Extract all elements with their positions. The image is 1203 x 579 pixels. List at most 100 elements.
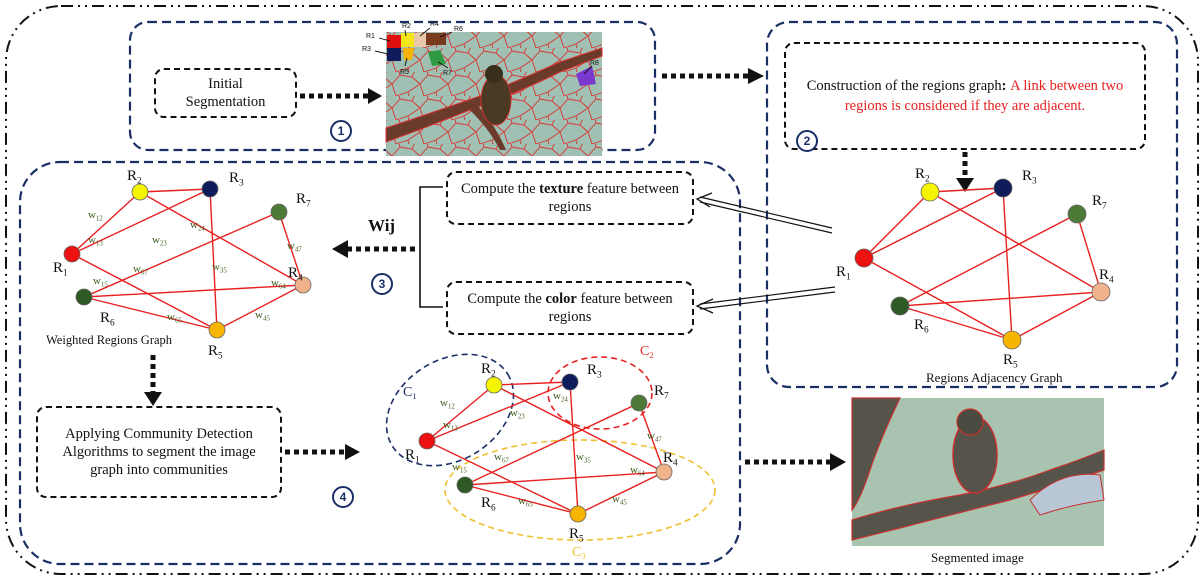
community-detection-box: Applying Community Detection Algorithms …: [36, 406, 282, 498]
community-label-R2: R2: [481, 361, 496, 379]
weighted-graph-caption: Weighted Regions Graph: [46, 333, 173, 347]
texture-post: feature between regions: [548, 181, 679, 215]
weighted-weight-w45: w45: [255, 309, 270, 322]
community-label-C2: C2: [640, 344, 654, 360]
community-edge-R6-R7: [464, 402, 640, 486]
step-badge-4: 4: [332, 486, 354, 508]
weighted-edge-R2-R3: [139, 188, 211, 193]
adjacency-edge-R6-R5: [899, 305, 1013, 341]
adjacency-graph-caption: Regions Adjacency Graph: [926, 370, 1063, 385]
weighted-node-R7: [270, 203, 288, 221]
community-edge-R1-R2: [426, 384, 495, 442]
initial-segmentation-box: Initial Segmentation: [154, 68, 297, 118]
step2-frame: [765, 20, 1179, 389]
adjacency-node-R3: [993, 178, 1013, 198]
community-label-R1: R1: [405, 447, 420, 465]
community-c1-ellipse: [385, 353, 515, 467]
community-weight-w45: w45: [612, 493, 627, 506]
adjacency-edge-R1-R5: [863, 257, 1013, 341]
weighted-edge-R1-R5: [71, 253, 218, 331]
community-node-R3: [561, 373, 579, 391]
weighted-edge-R4-R5: [216, 284, 304, 331]
color-pre: Compute the: [467, 291, 546, 307]
community-edge-R6-R5: [464, 484, 579, 515]
community-node-R7: [630, 394, 648, 412]
weighted-label-R2: R2: [127, 168, 142, 186]
community-weight-w12: w12: [440, 397, 455, 410]
construction-box: Construction of the regions graph: A lin…: [784, 42, 1146, 150]
adjacency-node-R7: [1067, 204, 1087, 224]
community-c2-ellipse: [547, 356, 653, 430]
weighted-edge-R6-R4: [83, 284, 304, 298]
community-edge-R6-R4: [464, 471, 665, 486]
community-edge-R1-R3: [426, 381, 571, 442]
initial-segmentation-text: Initial Segmentation: [185, 76, 266, 110]
step1-frame: [128, 20, 657, 152]
weighted-weight-w67: w67: [133, 263, 148, 276]
adjacency-edge-R1-R2: [863, 191, 931, 259]
community-weight-w24: w24: [553, 390, 568, 403]
step-badge-1: 1: [330, 120, 352, 142]
community-weight-w13: w13: [443, 419, 458, 432]
community-weight-w47: w47: [647, 430, 662, 443]
community-node-R6: [456, 476, 474, 494]
weighted-node-R5: [208, 321, 226, 339]
community-label-R6: R6: [481, 495, 496, 513]
weighted-weight-w15: w15: [93, 275, 108, 288]
weighted-label-R7: R7: [296, 191, 311, 209]
adjacency-edge-R1-R3: [863, 187, 1004, 259]
weighted-edge-R1-R3: [71, 188, 211, 255]
segmented-image-caption: Segmented image: [931, 550, 1024, 565]
weighted-edge-R3-R5: [209, 188, 218, 331]
weighted-label-R5: R5: [208, 343, 223, 361]
adjacency-label-R7: R7: [1092, 193, 1107, 211]
construction-colon: :: [1001, 78, 1011, 94]
community-node-R2: [485, 376, 503, 394]
community-detection-text: Applying Community Detection Algorithms …: [62, 426, 256, 478]
superpixel-image: [385, 32, 603, 156]
weighted-label-R6: R6: [100, 310, 115, 328]
community-c3-ellipse: [444, 439, 716, 541]
adjacency-edge-R3-R5: [1002, 187, 1013, 341]
community-weight-w35: w35: [576, 451, 591, 464]
community-label-C1: C1: [403, 385, 417, 401]
weighted-weight-w65: w65: [167, 311, 182, 324]
svg-text:R5: R5: [400, 69, 409, 76]
weighted-node-R4: [294, 276, 312, 294]
segmented-image-graphic: [851, 397, 1105, 546]
community-weight-w65: w65: [518, 495, 533, 508]
wij-label: Wij: [368, 216, 396, 235]
community-edge-R3-R5: [569, 381, 579, 515]
weighted-edge-R1-R2: [71, 191, 141, 255]
adjacency-node-R2: [920, 182, 940, 202]
weighted-weight-w47: w47: [287, 240, 302, 253]
adjacency-label-R4: R4: [1099, 267, 1114, 285]
weighted-label-R3: R3: [229, 170, 244, 188]
community-node-R1: [418, 432, 436, 450]
weighted-weight-w64: w64: [271, 277, 286, 290]
weighted-node-R6: [75, 288, 93, 306]
weighted-edge-R2-R4: [139, 191, 304, 286]
community-node-R4: [655, 463, 673, 481]
svg-text:R3: R3: [362, 46, 371, 53]
svg-text:R4: R4: [430, 21, 439, 28]
weighted-weight-w23: w23: [152, 234, 167, 247]
weighted-node-R2: [131, 183, 149, 201]
community-edge-R4-R5: [577, 471, 665, 515]
community-edge-R2-R4: [493, 384, 665, 473]
adjacency-edge-R4-R7: [1076, 213, 1102, 293]
outer-frame: [5, 5, 1199, 575]
weighted-weight-w12: w12: [88, 209, 103, 222]
svg-text:R7: R7: [443, 70, 452, 77]
community-edge-R2-R3: [493, 381, 571, 386]
color-feature-box: Compute the color feature between region…: [446, 281, 694, 335]
community-weight-w23: w23: [510, 407, 525, 420]
adjacency-node-R4: [1091, 282, 1111, 302]
svg-text:R2: R2: [402, 23, 411, 30]
adjacency-edge-R2-R3: [929, 187, 1004, 193]
weighted-label-R4: R4: [288, 265, 303, 283]
color-bold: color: [545, 291, 577, 307]
weighted-weight-w13: w13: [88, 234, 103, 247]
